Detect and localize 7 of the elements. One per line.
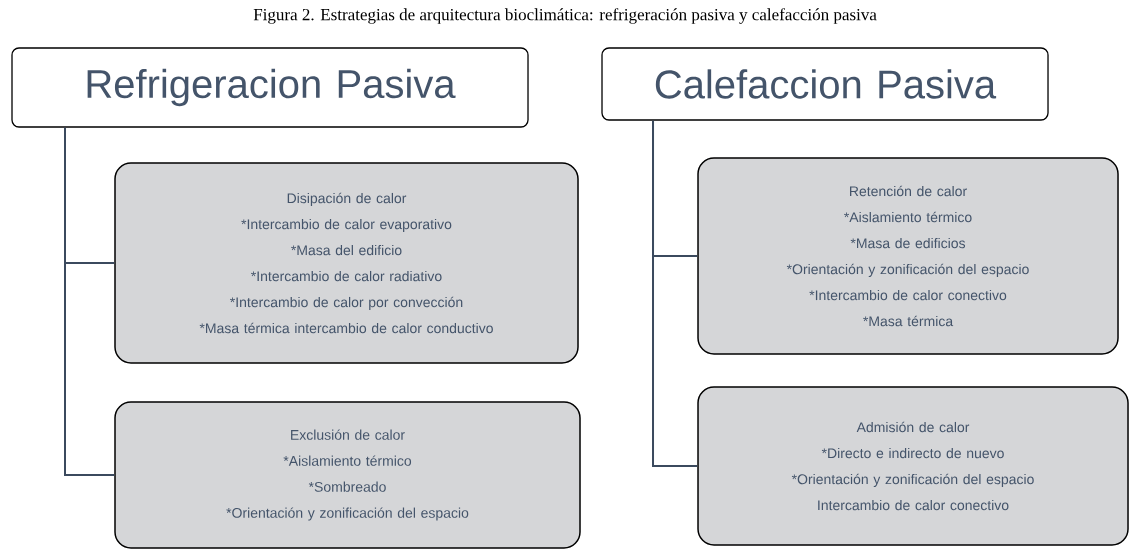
heading-box: Refrigeracion Pasiva bbox=[11, 47, 529, 128]
strategy-box: Admisión de calor *Directo e indirecto de nuevo *Orientación y zonificación del espacio Intercambio de calor conectivo bbox=[697, 386, 1129, 546]
strategy-box: Exclusión de calor *Aislamiento térmico *Sombreado *Orientación y zonificación del espacio bbox=[114, 401, 581, 549]
figure-title: Figura 2. Estrategias de arquitectura bioclimática: refrigeración pasiva y calefacción pasiva bbox=[253, 8, 877, 24]
heading-box: Calefaccion Pasiva bbox=[601, 47, 1049, 121]
strategy-box: Disipación de calor *Intercambio de calor evaporativo *Masa del edificio *Intercambio de calor radiativo *Intercambio de calor por convección *Masa térmica intercambio de calor conductivo bbox=[114, 162, 579, 364]
strategy-box: Retención de calor *Aislamiento térmico *Masa de edificios *Orientación y zonificación del espacio *Intercambio de calor conectivo *Masa térmica bbox=[697, 157, 1119, 355]
